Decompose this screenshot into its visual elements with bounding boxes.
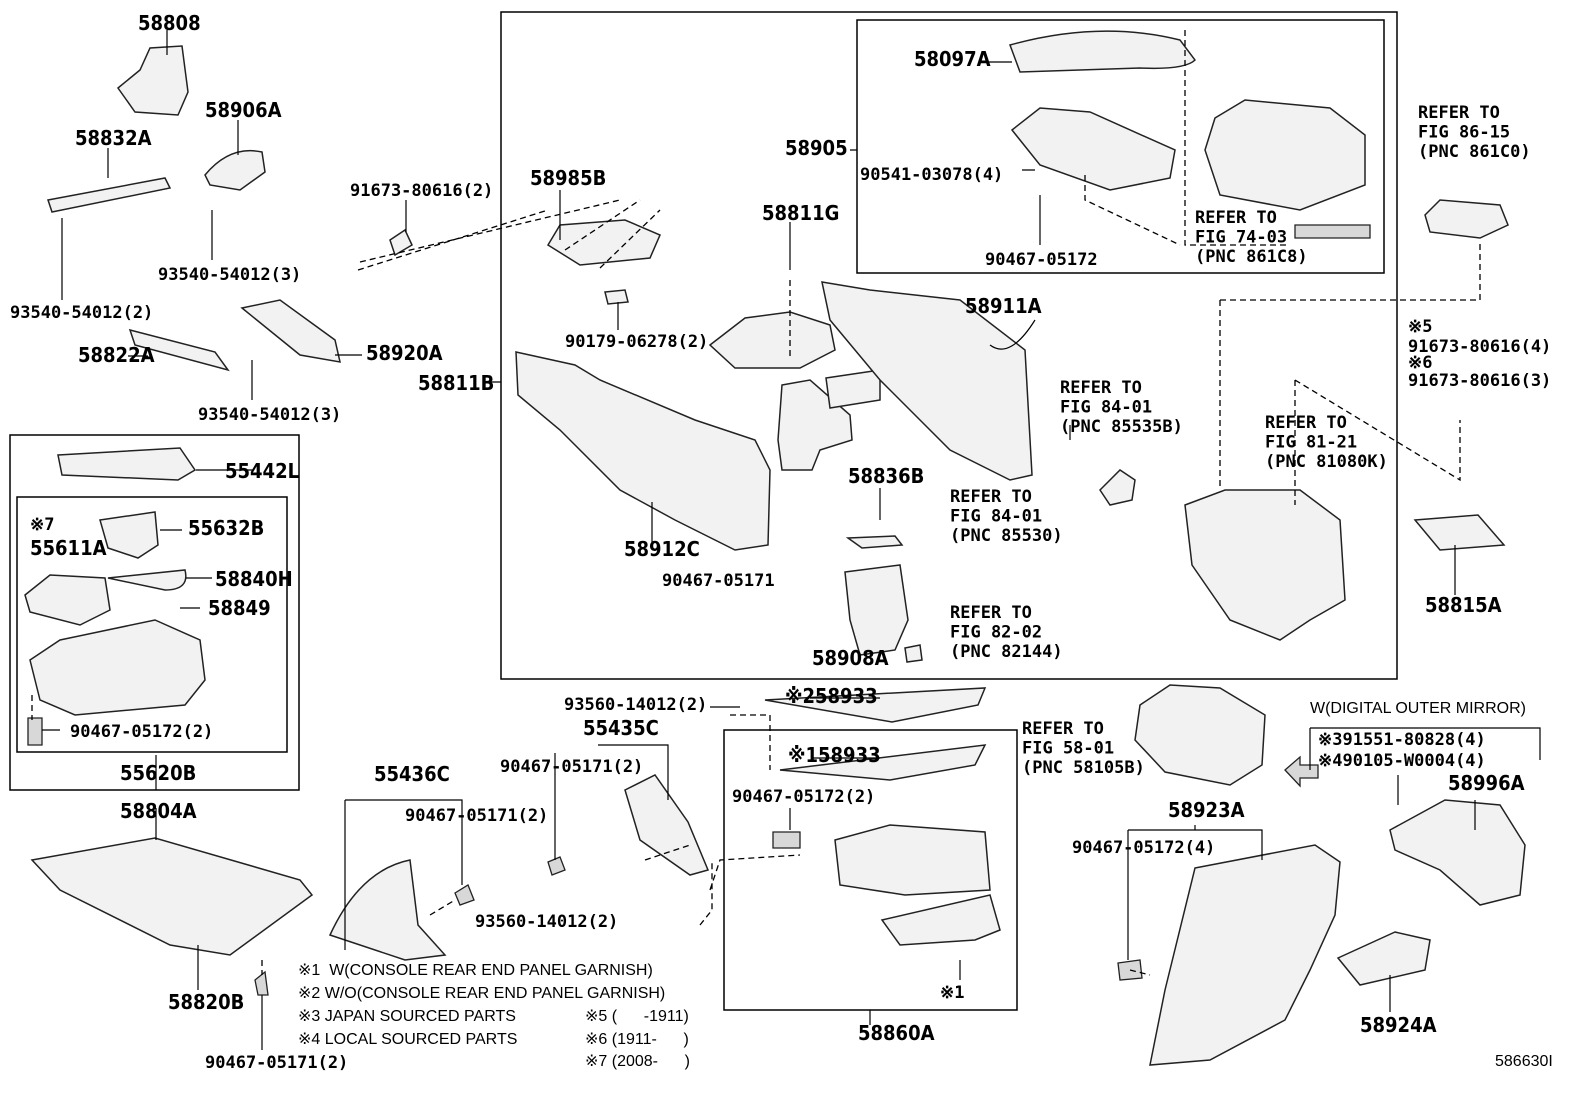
part-label: 58840H bbox=[215, 567, 293, 591]
reference-label-line: (PNC 81080K) bbox=[1265, 452, 1388, 472]
reference-label-line: FIG 84-01 bbox=[950, 507, 1042, 527]
group-box-58811B bbox=[500, 11, 1398, 680]
part-label: 90467-05171 bbox=[662, 571, 775, 591]
reference-label-line: REFER TO bbox=[1265, 413, 1347, 433]
part-label: 58811G bbox=[762, 201, 839, 225]
legend-note: ※3 JAPAN SOURCED PARTS bbox=[298, 1008, 516, 1025]
reference-label-line: FIG 82-02 bbox=[950, 623, 1042, 643]
legend-note: ※2 W/O(CONSOLE REAR END PANEL GARNISH) bbox=[298, 985, 665, 1002]
legend-note: ※4 LOCAL SOURCED PARTS bbox=[298, 1031, 517, 1048]
part-illustrations bbox=[24, 30, 1526, 1066]
part-label: 58985B bbox=[530, 166, 606, 190]
part-label: ※391551-80828(4) bbox=[1318, 730, 1486, 750]
reference-label-line: REFER TO bbox=[1022, 719, 1104, 739]
part-label: 93560-14012(2) bbox=[475, 912, 618, 932]
legend-notes: ※1 W(CONSOLE REAR END PANEL GARNISH) ※2 W… bbox=[298, 962, 690, 1070]
part-label: 55435C bbox=[583, 716, 659, 740]
part-label: 55611A bbox=[30, 536, 107, 560]
reference-label-line: FIG 81-21 bbox=[1265, 433, 1357, 453]
part-label: 58820B bbox=[168, 990, 244, 1014]
part-label: ※7 bbox=[30, 515, 54, 535]
group-box-58804A bbox=[9, 434, 300, 791]
part-label: 58920A bbox=[366, 341, 443, 365]
legend-note: ※7 (2008- ) bbox=[585, 1053, 690, 1070]
part-label: 58912C bbox=[624, 537, 700, 561]
part-label: 90467-05171(2) bbox=[405, 806, 548, 826]
reference-label-line: (PNC 82144) bbox=[950, 642, 1063, 662]
part-label: 90467-05172 bbox=[985, 250, 1098, 270]
part-label: 58811B bbox=[418, 371, 494, 395]
part-label: 91673-80616(4) bbox=[1408, 337, 1551, 357]
reference-label-line: (PNC 861C8) bbox=[1195, 247, 1308, 267]
legend-note: ※6 (1911- ) bbox=[585, 1031, 689, 1048]
part-label: 58808 bbox=[138, 11, 201, 35]
reference-label-line: FIG 74-03 bbox=[1195, 228, 1287, 248]
reference-label-line: (PNC 861C0) bbox=[1418, 142, 1531, 162]
reference-label-line: REFER TO bbox=[1195, 208, 1277, 228]
part-label: 55442L bbox=[225, 459, 299, 483]
part-label: 93540-54012(2) bbox=[10, 303, 153, 323]
part-label: 91673-80616(2) bbox=[350, 181, 493, 201]
diagram-id: 586630I bbox=[1495, 1053, 1553, 1070]
part-label: 90467-05171(2) bbox=[500, 757, 643, 777]
part-label: 58860A bbox=[858, 1021, 935, 1045]
part-label: 90467-05172(4) bbox=[1072, 838, 1215, 858]
part-label: 58908A bbox=[812, 646, 889, 670]
part-label: ※6 bbox=[1408, 353, 1432, 373]
reference-label-line: REFER TO bbox=[1418, 103, 1500, 123]
part-label: 58906A bbox=[205, 98, 282, 122]
legend-note: ※5 ( -1911) bbox=[585, 1008, 689, 1025]
group-box-55620B bbox=[16, 496, 288, 753]
part-label: ※1 bbox=[940, 983, 964, 1003]
part-label: 91673-80616(3) bbox=[1408, 371, 1551, 391]
part-label: 58836B bbox=[848, 464, 924, 488]
reference-label-line: (PNC 58105B) bbox=[1022, 758, 1145, 778]
reference-label-line: FIG 84-01 bbox=[1060, 398, 1152, 418]
part-label: 90467-05172(2) bbox=[732, 787, 875, 807]
part-label: 58097A bbox=[914, 47, 991, 71]
part-label: 93560-14012(2) bbox=[564, 695, 707, 715]
reference-label-line: FIG 86-15 bbox=[1418, 123, 1510, 143]
part-label: ※158933 bbox=[788, 743, 881, 767]
part-labels: 5880858832A58906A93540-54012(2)93540-540… bbox=[10, 11, 1551, 1073]
part-label: 90179-06278(2) bbox=[565, 332, 708, 352]
part-label: 58905 bbox=[785, 136, 848, 160]
part-label: 90467-05172(2) bbox=[70, 722, 213, 742]
part-label: 58924A bbox=[1360, 1013, 1437, 1037]
part-label: 58911A bbox=[965, 294, 1042, 318]
part-label: 90467-05171(2) bbox=[205, 1053, 348, 1073]
part-label: ※258933 bbox=[785, 684, 878, 708]
part-label: 58804A bbox=[120, 799, 197, 823]
reference-label-line: REFER TO bbox=[950, 487, 1032, 507]
reference-label-line: REFER TO bbox=[1060, 378, 1142, 398]
leader-lines bbox=[31, 30, 1541, 1050]
reference-label-line: (PNC 85530) bbox=[950, 526, 1063, 546]
reference-label-line: REFER TO bbox=[950, 603, 1032, 623]
part-label: 58923A bbox=[1168, 798, 1245, 822]
part-label: 58996A bbox=[1448, 771, 1525, 795]
part-label: ※5 bbox=[1408, 317, 1432, 337]
condition-label: W(DIGITAL OUTER MIRROR) bbox=[1310, 700, 1526, 717]
part-label: 58822A bbox=[78, 343, 155, 367]
part-label: 58815A bbox=[1425, 593, 1502, 617]
legend-note: ※1 W(CONSOLE REAR END PANEL GARNISH) bbox=[298, 962, 653, 979]
reference-label-line: (PNC 85535B) bbox=[1060, 417, 1183, 437]
reference-label-line: FIG 58-01 bbox=[1022, 739, 1114, 759]
part-label: 93540-54012(3) bbox=[158, 265, 301, 285]
part-label: 93540-54012(3) bbox=[198, 405, 341, 425]
part-label: 90541-03078(4) bbox=[860, 165, 1003, 185]
part-label: ※490105-W0004(4) bbox=[1318, 751, 1486, 771]
part-label: 55632B bbox=[188, 516, 264, 540]
part-label: 55436C bbox=[374, 762, 450, 786]
part-label: 58849 bbox=[208, 596, 271, 620]
part-label: 55620B bbox=[120, 761, 196, 785]
group-box-58905 bbox=[856, 19, 1385, 274]
part-label: 58832A bbox=[75, 126, 152, 150]
